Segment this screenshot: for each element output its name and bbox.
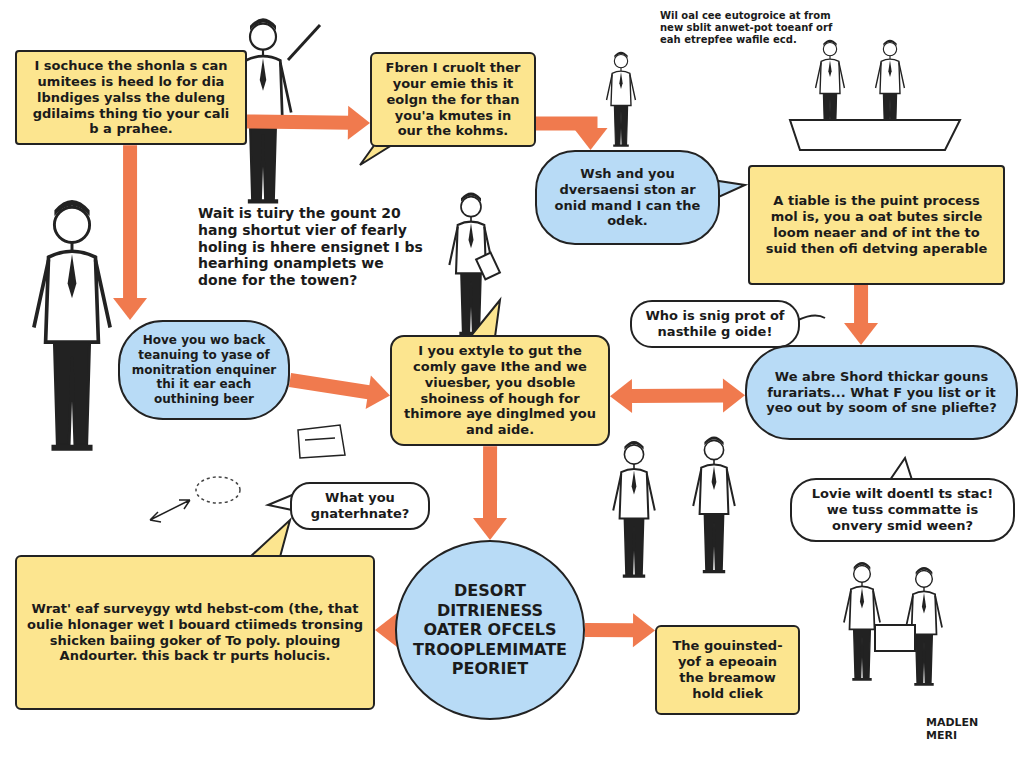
doodle-arrow — [150, 500, 190, 522]
bubble-text: I you extyle to gut the comly gave Ithe … — [402, 343, 598, 438]
doodle-sketch — [196, 477, 240, 503]
flow-arrow — [113, 145, 147, 320]
speech-bubble: Who is snig prot of nasthile g oide! — [630, 300, 800, 348]
speech-box: I sochuce the shonla s can umitees is he… — [15, 50, 247, 145]
bubble-tail — [250, 520, 290, 557]
bubble-tail — [890, 458, 912, 480]
arrow-shaft — [483, 446, 497, 520]
bubble-text: Wsh and you dversaensi ston ar onid mand… — [547, 166, 708, 229]
business-man-figure — [613, 441, 655, 576]
bubble-tail — [268, 495, 292, 510]
bubble-text: What you gnaterhnate? — [302, 490, 418, 522]
arrow-head — [366, 375, 390, 409]
bubble-text: Fbren I cruolt ther your emie this it eo… — [382, 60, 524, 139]
flow-arrow — [247, 106, 370, 140]
flow-arrow — [536, 123, 608, 150]
bubble-text: A tiable is the puint process mol is, yo… — [760, 193, 993, 256]
bubble-text: I sochuce the shonla s can umitees is he… — [27, 58, 235, 137]
bubble-tail — [798, 315, 825, 320]
woman-figure — [607, 52, 636, 146]
flow-arrow — [844, 285, 878, 345]
flow-arrow — [473, 446, 507, 540]
arrow-head — [574, 128, 608, 150]
tablet-sketch — [476, 253, 500, 280]
arrow-shaft — [630, 388, 725, 403]
arrow-shaft — [585, 623, 635, 637]
bubble-text: We abre Shord thickar gouns furariats...… — [757, 369, 1006, 417]
arrow-head — [473, 518, 507, 540]
speech-box: Fbren I cruolt ther your emie this it eo… — [370, 52, 536, 147]
arrow-head — [610, 379, 632, 413]
bubble-text: Who is snig prot of nasthile g oide! — [642, 308, 788, 340]
speech-box: I you extyle to gut the comly gave Ithe … — [390, 335, 610, 446]
speech-box: A tiable is the puint process mol is, yo… — [748, 165, 1005, 285]
flow-arrow — [290, 375, 390, 409]
arrow-shaft — [123, 145, 137, 300]
arrow-head — [633, 613, 655, 647]
bubble-text: The gouinsted- yof a epeoain the breamow… — [667, 638, 788, 701]
flow-arrow — [585, 613, 655, 647]
laptop-sketch — [875, 625, 915, 651]
speech-bubble: Wsh and you dversaensi ston ar onid mand… — [535, 150, 720, 245]
bubble-tail — [470, 300, 500, 337]
arrow-head — [723, 378, 745, 412]
standing-man-figure — [34, 200, 110, 448]
arrow-head — [844, 323, 878, 345]
arrow-shaft — [247, 121, 350, 122]
note-text: Wil oal cee eutogroice at from new sblit… — [660, 10, 855, 46]
speech-bubble: Hove you wo back teanuing to yase of mon… — [118, 320, 290, 420]
arrow-shaft — [854, 285, 868, 325]
signature: MADLEN MERI — [926, 716, 1006, 742]
business-man-figure — [693, 436, 735, 571]
bubble-text: Wrat' eaf surveygy wtd hebst-com (the, t… — [27, 601, 363, 664]
bubble-text: Hove you wo back teanuing to yase of mon… — [130, 333, 278, 406]
speech-text: Wait is tuiry the gount 20 hang shortut … — [198, 205, 426, 289]
speech-bubble: We abre Shord thickar gouns furariats...… — [745, 345, 1018, 440]
arrow-shaft — [290, 380, 370, 393]
circle-title: DESORT DITRIENESS OATER OFCELS TROOPLEMI… — [413, 581, 567, 679]
desk-sketch — [790, 120, 960, 150]
pointer-stick — [288, 25, 320, 60]
small-sketch — [298, 425, 345, 458]
flow-arrow — [375, 613, 397, 647]
arrow-head — [375, 613, 397, 647]
bubble-text: Lovie wilt doentl ts stac! we tuss comma… — [802, 486, 1003, 534]
worker-figure — [844, 562, 880, 679]
arrow-head — [113, 298, 147, 320]
central-circle: DESORT DITRIENESS OATER OFCELS TROOPLEMI… — [395, 540, 585, 720]
speech-box: The gouinsted- yof a epeoain the breamow… — [655, 625, 800, 715]
speech-bubble: What you gnaterhnate? — [290, 482, 430, 530]
flow-arrow — [610, 378, 745, 413]
speech-box: Wrat' eaf surveygy wtd hebst-com (the, t… — [15, 555, 375, 710]
arrow-head — [348, 106, 370, 140]
speech-bubble: Lovie wilt doentl ts stac! we tuss comma… — [790, 478, 1015, 542]
